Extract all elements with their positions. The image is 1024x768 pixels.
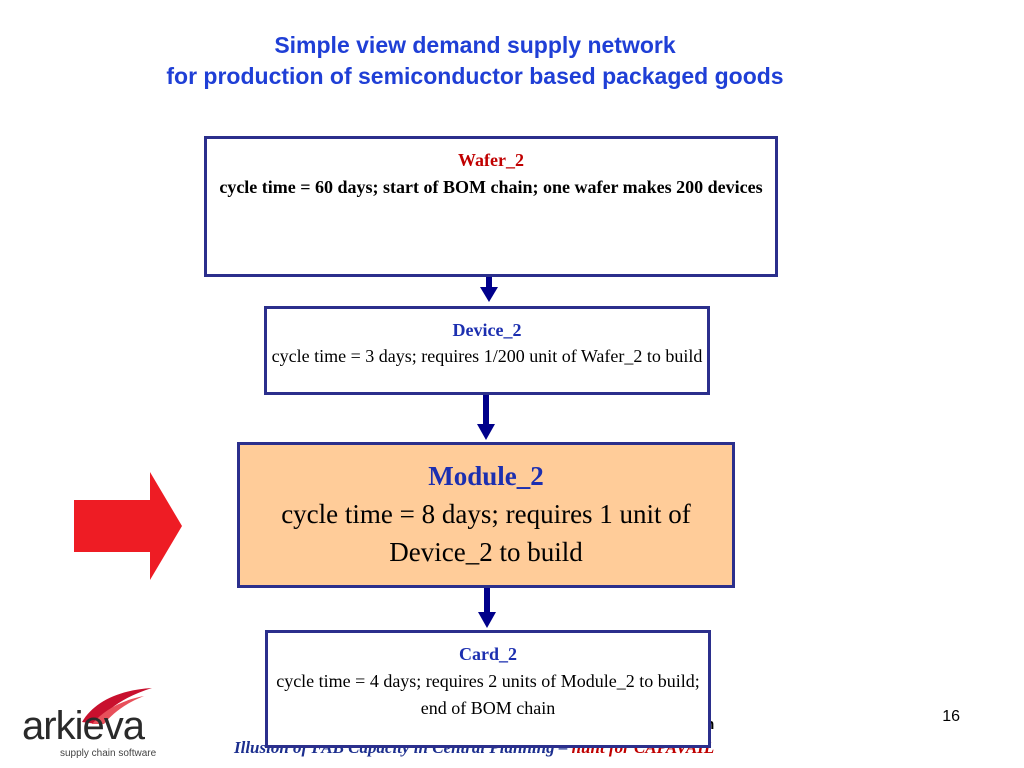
title-line-1: Simple view demand supply network [274,32,676,58]
node-device: Device_2 cycle time = 3 days; requires 1… [264,306,710,395]
node-card: Card_2 cycle time = 4 days; requires 2 u… [265,630,711,748]
node-module: Module_2 cycle time = 8 days; requires 1… [237,442,735,588]
node-wafer: Wafer_2 cycle time = 60 days; start of B… [204,136,778,277]
logo-tagline: supply chain software [60,748,157,759]
logo-swoosh-icon [82,688,152,724]
slide-title: Simple view demand supply network for pr… [0,30,950,92]
node-card-desc: cycle time = 4 days; requires 2 units of… [276,671,700,718]
connector-device-module [477,395,495,440]
node-wafer-name: Wafer_2 [458,150,524,170]
node-wafer-desc: cycle time = 60 days; start of BOM chain… [219,177,763,197]
node-module-name: Module_2 [428,461,544,491]
node-device-desc: cycle time = 3 days; requires 1/200 unit… [271,346,703,366]
title-line-2: for production of semiconductor based pa… [166,63,784,89]
logo-wordmark: arkieva [22,704,145,748]
arkieva-logo: arkieva supply chain software [22,686,182,759]
connector-wafer-device [480,277,498,302]
node-card-name: Card_2 [459,644,517,664]
connector-module-card [478,588,496,628]
page-number: 16 [942,708,960,725]
node-device-name: Device_2 [452,320,522,340]
red-pointer-arrow-icon [74,472,182,580]
node-module-desc: cycle time = 8 days; requires 1 unit of … [281,499,691,567]
